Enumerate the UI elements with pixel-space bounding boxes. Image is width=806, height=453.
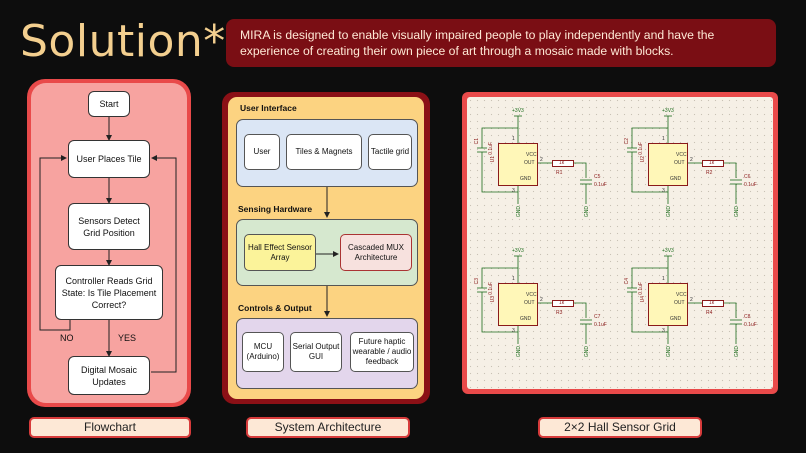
intro-banner: MIRA is designed to enable visually impa…: [226, 19, 776, 67]
page-title: Solution*: [20, 16, 226, 67]
gnd-label: GND: [666, 206, 672, 218]
ui-section-title: User Interface: [240, 103, 297, 113]
pin-out-label: OUT: [674, 300, 685, 306]
gnd-label: GND: [666, 346, 672, 358]
sensor-ref: U3: [490, 296, 496, 303]
arch-cascaded-mux: Cascaded MUX Architecture: [340, 234, 412, 271]
architecture-label: System Architecture: [246, 417, 410, 438]
cap-ref: C4: [624, 278, 630, 285]
resistor-ref: R4: [706, 310, 713, 316]
cap-value: 0.1uF: [488, 282, 494, 295]
pin-vcc-label: VCC: [676, 292, 687, 298]
pin-1-label: 1: [512, 136, 515, 142]
gnd-label: GND: [516, 346, 522, 358]
cap-value: 0.1uF: [638, 142, 644, 155]
gnd-label: GND: [584, 206, 590, 218]
pin-vcc-label: VCC: [526, 292, 537, 298]
cap2-value: 0.1uF: [594, 322, 607, 328]
cap2-ref: C6: [744, 174, 751, 180]
cap2-ref: C7: [594, 314, 601, 320]
resistor-ref: R1: [556, 170, 563, 176]
resistor-3: [552, 300, 574, 307]
pin-2-label: 2: [690, 157, 693, 163]
flow-no-label: NO: [60, 333, 74, 343]
pin-out-label: OUT: [524, 300, 535, 306]
flowchart-label: Flowchart: [29, 417, 191, 438]
gnd-label: GND: [516, 206, 522, 218]
vcc-net-label: +3V3: [662, 108, 674, 114]
sensing-section-title: Sensing Hardware: [238, 204, 313, 214]
gnd-label: GND: [584, 346, 590, 358]
cap2-ref: C8: [744, 314, 751, 320]
resistor-1: [552, 160, 574, 167]
cap-value: 0.1uF: [488, 142, 494, 155]
hall-sensor-4: [648, 283, 688, 326]
schematic-label: 2×2 Hall Sensor Grid: [538, 417, 702, 438]
hall-sensor-1: [498, 143, 538, 186]
pin-3-label: 3: [662, 328, 665, 334]
sensor-ref: U4: [640, 296, 646, 303]
resistor-value: 1k: [559, 160, 565, 166]
pin-1-label: 1: [512, 276, 515, 282]
controls-section-title: Controls & Output: [238, 303, 312, 313]
vcc-net-label: +3V3: [662, 248, 674, 254]
flow-yes-label: YES: [118, 333, 137, 343]
pin-gnd-label: GND: [520, 176, 532, 182]
gnd-label: GND: [734, 206, 740, 218]
flow-user-places-tile: User Places Tile: [68, 140, 150, 178]
cap2-value: 0.1uF: [744, 322, 757, 328]
resistor-value: 1k: [709, 300, 715, 306]
vcc-net-label: +3V3: [512, 108, 524, 114]
arch-user: User: [244, 134, 280, 170]
pin-vcc-label: VCC: [526, 152, 537, 158]
flow-sensors-detect: Sensors Detect Grid Position: [68, 203, 150, 250]
resistor-4: [702, 300, 724, 307]
sensor-ref: U1: [490, 156, 496, 163]
cap-ref: C3: [474, 278, 480, 285]
resistor-ref: R2: [706, 170, 713, 176]
cap-ref: C2: [624, 138, 630, 145]
flow-digital-mosaic: Digital Mosaic Updates: [68, 356, 150, 395]
arch-serial-output: Serial Output GUI: [290, 332, 342, 372]
pin-out-label: OUT: [674, 160, 685, 166]
cap2-ref: C5: [594, 174, 601, 180]
pin-gnd-label: GND: [670, 316, 682, 322]
pin-gnd-label: GND: [520, 316, 532, 322]
vcc-net-label: +3V3: [512, 248, 524, 254]
arch-haptic-feedback: Future haptic wearable / audio feedback: [350, 332, 414, 372]
cap-ref: C1: [474, 138, 480, 145]
arch-hall-array: Hall Effect Sensor Array: [244, 234, 316, 271]
arch-tiles-magnets: Tiles & Magnets: [286, 134, 362, 170]
hall-sensor-2: [648, 143, 688, 186]
pin-gnd-label: GND: [670, 176, 682, 182]
cap2-value: 0.1uF: [594, 182, 607, 188]
arch-mcu: MCU (Arduino): [242, 332, 284, 372]
resistor-ref: R3: [556, 310, 563, 316]
flow-start: Start: [88, 91, 130, 117]
flow-controller-reads: Controller Reads Grid State: Is Tile Pla…: [55, 265, 163, 320]
pin-3-label: 3: [512, 328, 515, 334]
pin-3-label: 3: [512, 188, 515, 194]
pin-2-label: 2: [690, 297, 693, 303]
arch-tactile-grid: Tactile grid: [368, 134, 412, 170]
hall-sensor-3: [498, 283, 538, 326]
resistor-value: 1k: [709, 160, 715, 166]
pin-vcc-label: VCC: [676, 152, 687, 158]
resistor-value: 1k: [559, 300, 565, 306]
pin-1-label: 1: [662, 276, 665, 282]
cap-value: 0.1uF: [638, 282, 644, 295]
cap2-value: 0.1uF: [744, 182, 757, 188]
pin-2-label: 2: [540, 297, 543, 303]
pin-out-label: OUT: [524, 160, 535, 166]
pin-2-label: 2: [540, 157, 543, 163]
gnd-label: GND: [734, 346, 740, 358]
pin-3-label: 3: [662, 188, 665, 194]
pin-1-label: 1: [662, 136, 665, 142]
resistor-2: [702, 160, 724, 167]
sensor-ref: U2: [640, 156, 646, 163]
